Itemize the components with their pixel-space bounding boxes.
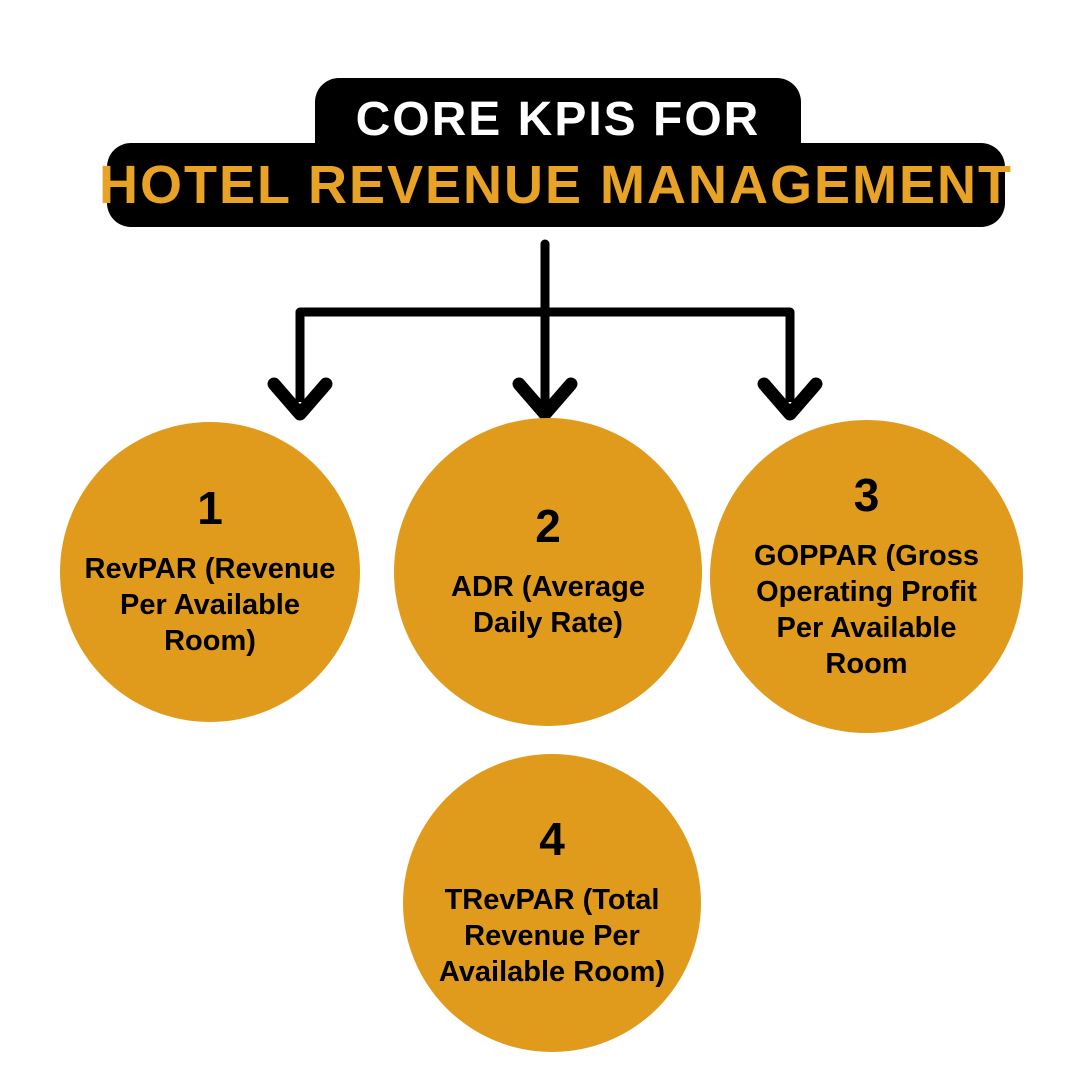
kpi-number: 4 bbox=[539, 813, 565, 865]
kpi-label: ADR (Average Daily Rate) bbox=[451, 569, 645, 641]
kpi-circle-1: 1 RevPAR (Revenue Per Available Room) bbox=[60, 422, 360, 722]
kpi-label: TRevPAR (Total Revenue Per Available Roo… bbox=[439, 882, 665, 990]
arrowhead-center-icon bbox=[512, 377, 578, 421]
kpi-label-line: ADR (Average bbox=[451, 571, 645, 603]
kpi-circle-2: 2 ADR (Average Daily Rate) bbox=[394, 418, 702, 726]
kpi-label-line: TRevPAR (Total bbox=[444, 884, 660, 916]
kpi-label-line: Revenue Per bbox=[464, 920, 640, 952]
kpi-label-line: Operating Profit bbox=[756, 575, 977, 608]
kpi-label: RevPAR (Revenue Per Available Room) bbox=[85, 551, 336, 659]
kpi-label-line: Daily Rate) bbox=[473, 607, 623, 639]
arrowhead-right-icon bbox=[757, 377, 823, 421]
arrowhead-left-icon bbox=[267, 377, 333, 421]
kpi-number: 2 bbox=[535, 500, 561, 552]
connector-crossbar bbox=[295, 307, 795, 402]
kpi-label-line: Per Available bbox=[776, 611, 957, 644]
kpi-number: 3 bbox=[853, 468, 880, 521]
kpi-label-line: GOPPAR (Gross bbox=[753, 539, 980, 572]
kpi-label: GOPPAR (Gross Operating Profit Per Avail… bbox=[754, 538, 979, 682]
kpi-label-line: Room bbox=[825, 647, 908, 680]
kpi-number: 1 bbox=[197, 482, 223, 534]
title-line-1: CORE KPIS FOR bbox=[355, 92, 761, 146]
kpi-label-line: Room) bbox=[164, 625, 256, 657]
kpi-circle-3: 3 GOPPAR (Gross Operating Profit Per Ava… bbox=[710, 420, 1023, 733]
kpi-label-line: RevPAR (Revenue bbox=[84, 553, 336, 585]
kpi-label-line: Per Available bbox=[119, 589, 300, 621]
title-line-2: HOTEL REVENUE MANAGEMENT bbox=[98, 155, 1014, 215]
title-banner-bottom: HOTEL REVENUE MANAGEMENT bbox=[99, 143, 1011, 227]
kpi-label-line: Available Room) bbox=[438, 956, 666, 988]
kpi-circle-4: 4 TRevPAR (Total Revenue Per Available R… bbox=[403, 754, 701, 1052]
